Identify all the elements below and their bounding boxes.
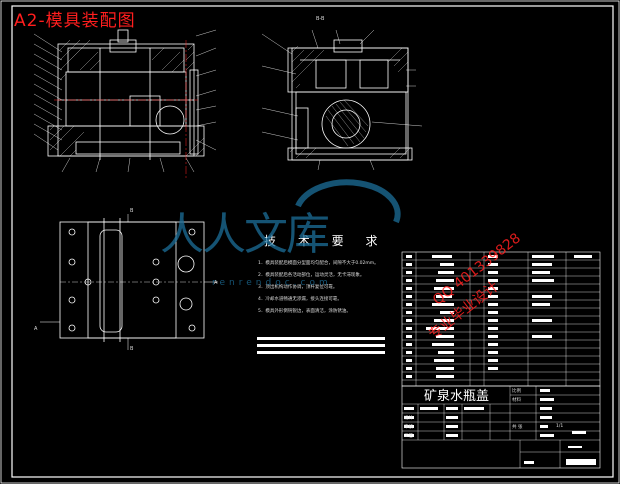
title-block-text-bars [404,389,596,465]
tb-label-review: 审核 [404,425,413,430]
watermark-cn: 人人文库 [160,209,330,260]
product-name: 矿泉水瓶盖 [424,389,490,404]
watermark-en: renrendoc.com [212,278,332,288]
main-section-view [47,29,205,160]
view-label-b-top: B [130,208,134,214]
watermark-logo [295,179,401,224]
tech-requirements-title: 技 术 要 求 [264,234,387,248]
view-label-b-bottom: B [130,346,134,352]
section-label: B-B [316,16,325,22]
sheet-value: 1/1 [556,424,564,429]
material-label: 材料 [512,398,521,403]
tech-requirement-item: 5．模具外形倒钝锐边，表面清洁，涂防锈油。 [258,309,351,314]
tb-label-process: 工艺 [404,434,413,439]
page-title: A2-模具装配图 [14,11,136,31]
right-section-view [287,39,413,161]
sheet-label: 共 张 [512,425,523,430]
parts-list-text-bars [406,255,592,378]
inner-frame [11,5,614,478]
tech-requirement-item: 1．模具装配后模面分型面均匀配合，间隙不大于0.02mm。 [258,261,379,266]
title-block [401,385,601,469]
tb-label-design: 设计 [404,416,413,421]
tech-requirement-item: 2．模具装配后各活动部位，运动灵活，无卡滞现象。 [258,273,365,278]
leader-lines-left [33,29,217,173]
view-label-a-right: A [214,280,218,286]
view-label-a-left: A [34,326,38,332]
scale-label: 比例 [512,389,521,394]
tech-requirement-item: 3．顶出机构动作协调，顶杆复位可靠。 [258,285,338,290]
plan-view [40,214,218,350]
tech-requirement-item: 4．冷却水道畅通无渗漏，接头连接可靠。 [258,297,342,302]
tech-requirement-bars [257,337,385,354]
parts-list [401,251,601,387]
leader-lines-right [261,29,423,171]
